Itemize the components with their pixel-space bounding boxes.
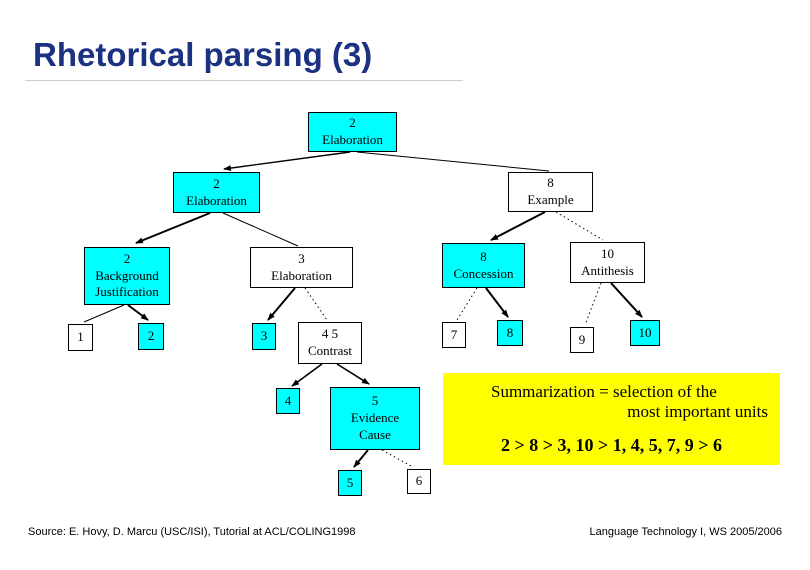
node-number: 10	[601, 245, 614, 261]
node-relation: Justification	[95, 284, 159, 300]
tree-node-evidence-cause-5: 5 Evidence Cause	[330, 387, 420, 450]
node-number: 5	[346, 474, 354, 490]
edge-example8-to-antithesis10	[555, 211, 604, 241]
edge-background2-to-leaf2	[127, 304, 149, 321]
edge-antithesis10-to-leaf9	[584, 282, 602, 326]
tree-leaf-4: 4	[276, 388, 300, 414]
edge-elaboration2-to-elaboration3	[222, 212, 299, 247]
node-number: 2	[349, 115, 356, 131]
node-number: 7	[450, 326, 458, 342]
node-relation: Cause	[359, 426, 391, 442]
node-relation: Concession	[453, 265, 514, 281]
edge-concession8-to-leaf7	[456, 287, 478, 321]
node-relation: Example	[527, 192, 574, 207]
node-number: 1	[77, 329, 84, 345]
edge-example8-to-concession8	[490, 211, 546, 241]
summary-line-1: Summarization = selection of the	[491, 382, 717, 401]
edge-concession8-to-leaf8	[485, 287, 509, 318]
footer-source-credit: Source: E. Hovy, D. Marcu (USC/ISI), Tut…	[28, 526, 356, 538]
summary-note: Summarization = selection of the most im…	[443, 373, 780, 465]
title-divider	[25, 80, 463, 81]
node-relation: Evidence	[350, 410, 400, 426]
tree-leaf-6: 6	[407, 469, 431, 494]
tree-node-elaboration-3: 3 Elaboration	[250, 247, 353, 288]
edge-contrast45-to-leaf4	[291, 363, 323, 387]
node-number: 8	[480, 248, 487, 264]
node-number: 3	[298, 250, 305, 266]
summary-ranking: 2 > 8 > 3, 10 > 1, 4, 5, 7, 9 > 6	[500, 435, 723, 455]
node-number: 9	[578, 331, 586, 347]
edge-evidence5-to-leaf5	[353, 449, 369, 468]
node-number: 4	[284, 392, 292, 408]
tree-leaf-9: 9	[570, 327, 594, 353]
node-number: 8	[547, 175, 554, 191]
tree-node-background-justification-2: 2 Background Justification	[84, 247, 170, 305]
footer-course-label: Language Technology I, WS 2005/2006	[589, 526, 782, 538]
node-number: 2	[123, 250, 131, 266]
node-number: 4 5	[321, 326, 339, 342]
tree-leaf-3: 3	[252, 323, 276, 350]
node-number: 2	[147, 328, 155, 344]
tree-leaf-7: 7	[442, 322, 466, 348]
edge-elaboration3-to-contrast45	[304, 287, 328, 321]
tree-node-elaboration-2: 2 Elaboration	[173, 172, 260, 213]
edge-evidence5-to-leaf6	[381, 449, 414, 468]
tree-node-example-8: 8 Example	[508, 172, 593, 212]
tree-node-antithesis-10: 10 Antithesis	[570, 242, 645, 283]
edge-elaboration2-to-background2	[135, 212, 211, 244]
tree-leaf-1: 1	[68, 324, 93, 351]
tree-node-concession-8: 8 Concession	[442, 243, 525, 288]
tree-node-root-elaboration: 2 Elaboration	[308, 112, 397, 152]
node-number: 3	[260, 328, 268, 344]
edge-background2-to-leaf1	[83, 304, 125, 323]
node-relation: Elaboration	[322, 132, 383, 147]
node-relation: Elaboration	[186, 192, 247, 208]
node-relation: Contrast	[307, 343, 353, 358]
tree-leaf-10: 10	[630, 320, 660, 346]
tree-leaf-2: 2	[138, 323, 164, 350]
node-number: 10	[638, 324, 652, 340]
tree-node-contrast-45: 4 5 Contrast	[298, 322, 362, 364]
edge-antithesis10-to-leaf10	[610, 282, 643, 318]
edge-elaboration3-to-leaf3	[267, 287, 296, 321]
page-title: Rhetorical parsing (3)	[33, 36, 373, 73]
node-number: 8	[506, 324, 514, 340]
node-relation: Elaboration	[271, 267, 332, 283]
tree-leaf-8: 8	[497, 320, 523, 346]
node-number: 6	[415, 473, 423, 489]
node-number: 2	[213, 175, 220, 191]
edge-root-to-elaboration2	[223, 151, 351, 172]
node-relation: Antithesis	[581, 262, 634, 278]
tree-leaf-5: 5	[338, 470, 362, 496]
node-number: 5	[371, 393, 379, 409]
node-relation: Background	[95, 267, 159, 283]
edge-root-to-example8	[356, 151, 550, 172]
summary-line-2: most important units	[627, 402, 768, 421]
edge-contrast45-to-evidence5	[336, 363, 370, 385]
